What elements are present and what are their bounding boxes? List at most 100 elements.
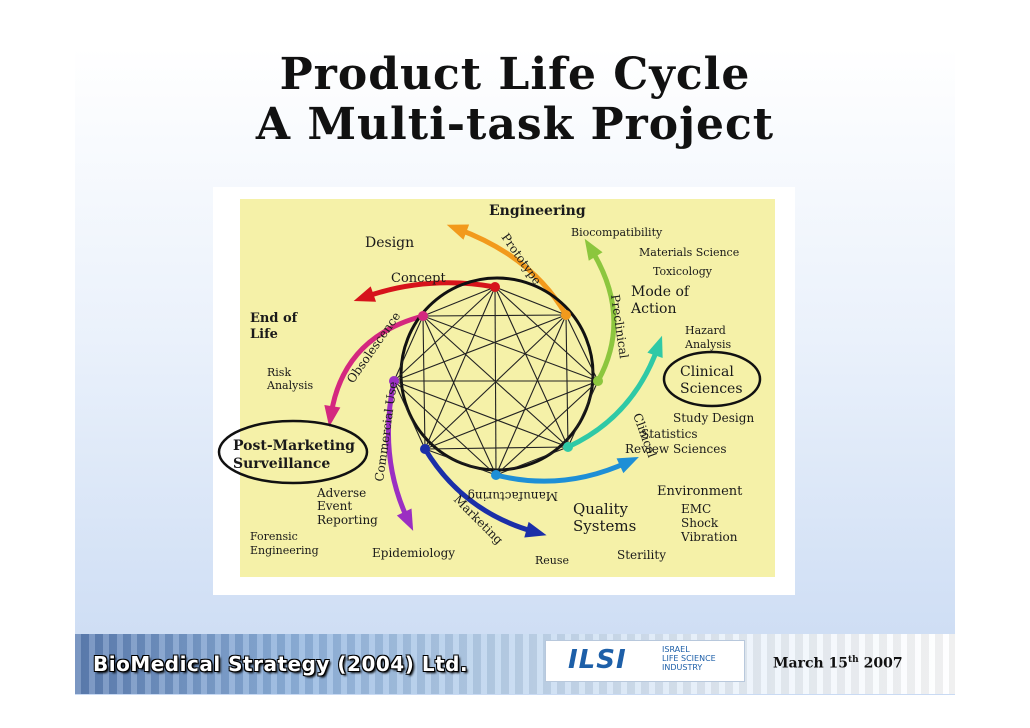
web-line: [494, 286, 567, 316]
web-line: [424, 446, 569, 450]
arrowhead-0: [353, 286, 377, 302]
arrowhead-5: [524, 521, 547, 538]
arm-0: [362, 280, 498, 300]
label-reuse: Reuse: [535, 554, 569, 567]
logo-text: ISRAEL LIFE SCIENCE INDUSTRY: [662, 645, 716, 672]
label-forensic-engineering: Engineering: [250, 544, 319, 557]
title-line-2: A Multi-task Project: [255, 99, 775, 150]
label-engineering: Engineering: [489, 203, 586, 219]
date-text: March 15th 2007: [773, 655, 903, 672]
circle-node-3: [563, 442, 573, 452]
label-hazard-analysis: Analysis: [684, 338, 731, 351]
date-post: 2007: [858, 655, 903, 672]
label-study-design: Study Design: [673, 411, 754, 425]
label-emc: EMC: [681, 502, 711, 516]
arrowhead-3: [647, 335, 663, 359]
life-cycle-arms: [324, 224, 663, 538]
label-quality: Quality: [573, 500, 629, 518]
circle-node-4: [491, 470, 501, 480]
web-line: [393, 315, 424, 382]
arrowhead-4: [616, 456, 639, 474]
web-line: [424, 448, 497, 476]
circle-node-0: [490, 282, 500, 292]
logo-line-2: LIFE SCIENCE: [662, 654, 716, 663]
web-line: [393, 286, 496, 382]
circle-node-6: [389, 376, 399, 386]
label-statistics: Statistics: [641, 427, 698, 441]
date-pre: March 15: [773, 655, 849, 672]
arm-4: [493, 459, 631, 484]
arm-label-manufacturing: Manufacturing: [467, 489, 558, 503]
web-line: [567, 380, 599, 448]
ilsi-logo: ILSI ISRAEL LIFE SCIENCE INDUSTRY: [545, 640, 745, 682]
circle-node-7: [418, 311, 428, 321]
arm-1: [455, 226, 569, 318]
arm-7: [328, 313, 426, 418]
label-post-marketing: Post-Marketing: [233, 438, 355, 454]
footer-bar: BioMedical Strategy (2004) Ltd. ILSI ISR…: [75, 634, 955, 694]
label-forensic: Forensic: [250, 530, 298, 543]
clinical-sciences-ellipse: [662, 350, 762, 408]
web-line: [424, 380, 599, 450]
arrowhead-7: [324, 405, 341, 427]
arrowhead-1: [446, 224, 470, 240]
label-mode-of: Mode of: [631, 284, 691, 300]
web-line: [422, 315, 569, 448]
web-line: [422, 286, 496, 317]
label-epidemiology: Epidemiology: [372, 546, 455, 560]
label-materials-science: Materials Science: [639, 246, 739, 259]
label-toxicology: Toxicology: [653, 265, 713, 278]
label-surveillance: Surveillance: [233, 456, 330, 472]
label-hazard: Hazard: [685, 324, 726, 337]
web-line: [422, 315, 497, 476]
post-marketing-ellipse: [217, 419, 369, 485]
label-event: Event: [317, 499, 352, 513]
arm-3: [565, 344, 661, 450]
diagram-canvas: Concept Prototype Preclinical Clinical M…: [217, 199, 775, 577]
circle-node-1: [561, 310, 571, 320]
label-adverse: Adverse: [316, 486, 366, 500]
label-clinical: Clinical: [680, 364, 734, 380]
web-line: [393, 380, 497, 476]
label-vibration: Vibration: [680, 530, 738, 544]
circle-nodes: [389, 282, 603, 480]
connection-web: [393, 286, 599, 476]
label-systems: Systems: [573, 517, 636, 535]
page-title: Product Life Cycle A Multi-task Project: [75, 50, 955, 150]
label-life: Life: [250, 327, 278, 342]
web-line: [422, 315, 599, 382]
web-line: [565, 314, 599, 382]
circle-node-2: [593, 376, 603, 386]
logo-line-3: INDUSTRY: [662, 663, 703, 672]
label-environment: Environment: [657, 484, 743, 499]
date-sup: th: [848, 655, 859, 665]
arm-5: [422, 446, 538, 535]
web-line: [422, 314, 567, 317]
label-biocompatibility: Biocompatibility: [571, 226, 663, 239]
web-line: [424, 286, 496, 450]
label-design: Design: [365, 235, 414, 251]
label-sterility: Sterility: [617, 548, 666, 562]
logo-line-1: ISRAEL: [662, 645, 690, 654]
label-action: Action: [630, 301, 677, 317]
company-name: BioMedical Strategy (2004) Ltd.: [93, 652, 469, 676]
label-risk-analysis: Analysis: [266, 379, 313, 392]
label-shock: Shock: [681, 516, 719, 530]
web-line: [393, 314, 567, 382]
arm-label-concept: Concept: [391, 271, 446, 286]
arrowhead-2: [584, 238, 603, 261]
logo-mark: ILSI: [568, 645, 627, 675]
arrowhead-6: [396, 508, 414, 531]
arm-2: [588, 246, 617, 384]
label-risk: Risk: [267, 366, 291, 379]
web-line: [422, 315, 426, 450]
web-line: [393, 380, 569, 448]
label-sciences: Sciences: [680, 381, 743, 397]
circle-node-5: [420, 444, 430, 454]
label-review-sciences: Review Sciences: [625, 442, 727, 456]
label-reporting: Reporting: [317, 513, 378, 527]
web-line: [495, 446, 569, 476]
arm-6: [385, 378, 411, 523]
title-line-1: Product Life Cycle: [279, 49, 751, 100]
web-line: [393, 380, 426, 450]
